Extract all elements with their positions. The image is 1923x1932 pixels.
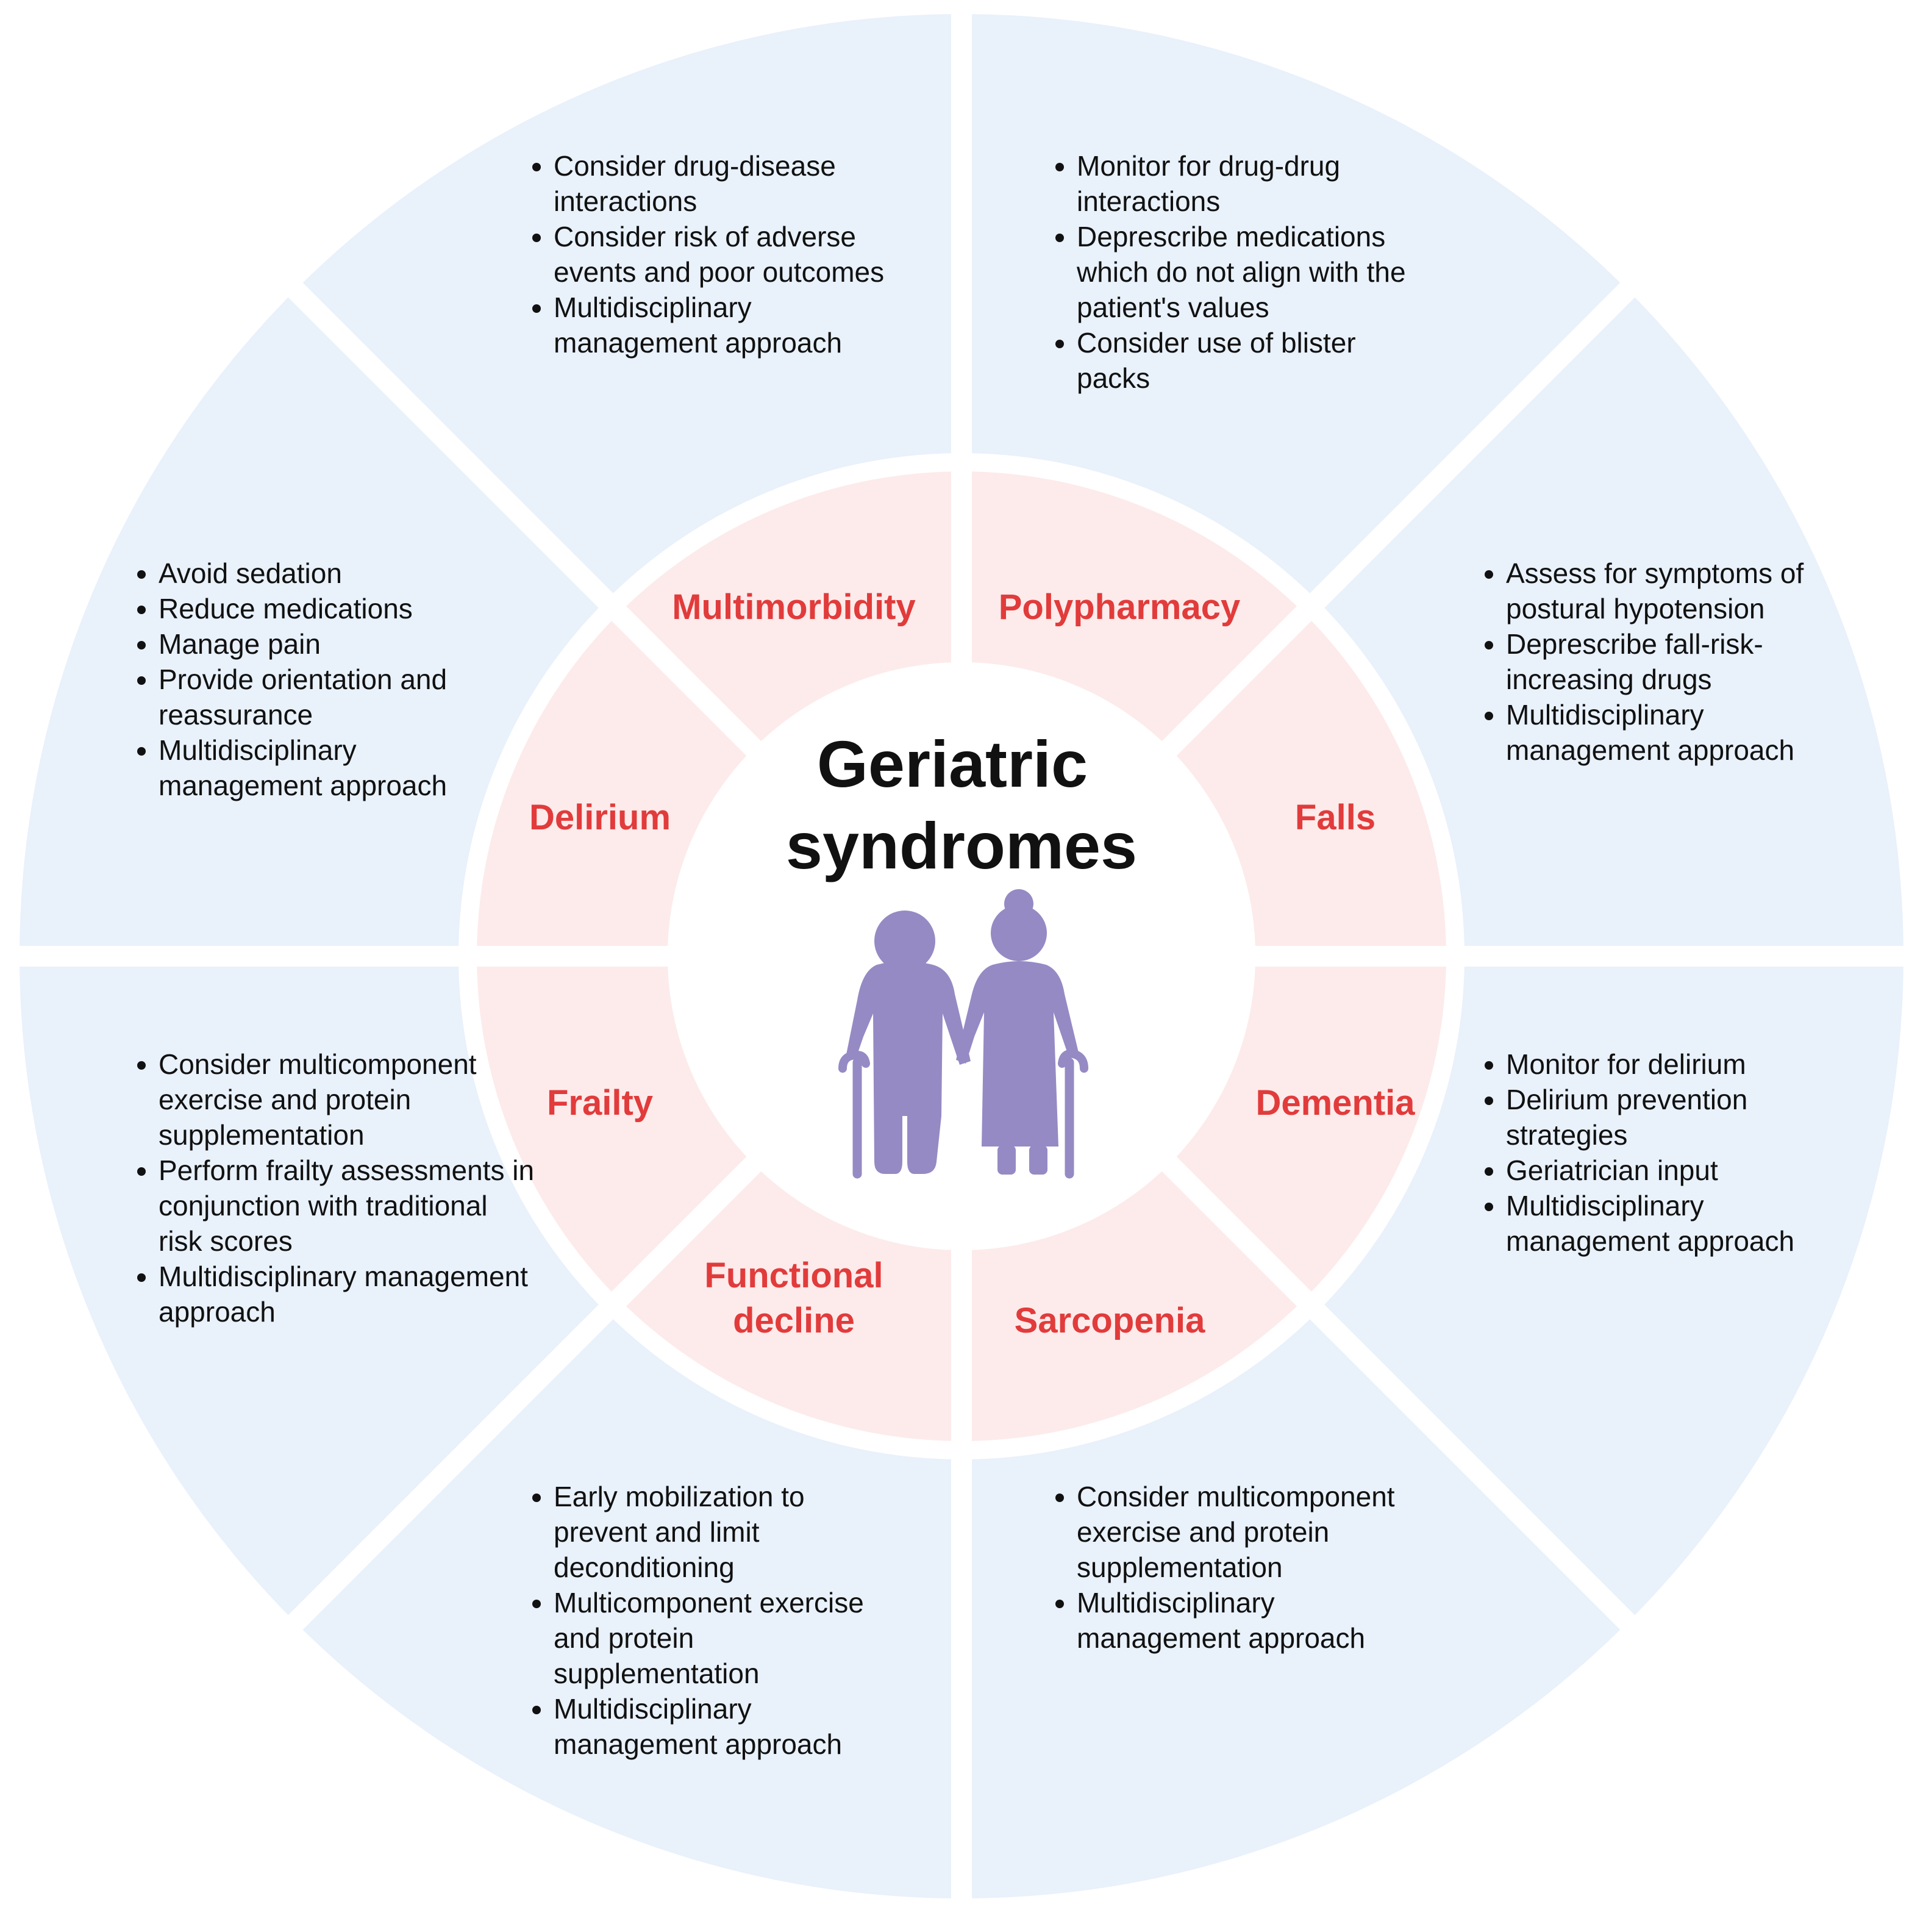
- inner-segment-polypharmacy: [1169, 607, 1455, 956]
- separator-line: [285, 1154, 763, 1633]
- tip-item: Avoid sedation: [159, 556, 524, 591]
- tip-item: Deprescribe fall-risk-increasing drugs: [1506, 626, 1872, 697]
- tips-list-dementia: Monitor for deliriumDelirium prevention …: [1471, 1046, 1872, 1259]
- syndrome-label-line: Delirium: [529, 798, 671, 837]
- syndrome-label-delirium: Delirium: [529, 798, 671, 837]
- tips-list-sarcopenia: Consider multicomponent exercise and pro…: [1041, 1479, 1418, 1656]
- tip-item: Multidisciplinary management approach: [159, 732, 524, 803]
- tip-item: Multidisciplinary management approach: [554, 1691, 895, 1762]
- tips-list-polypharmacy: Monitor for drug-drug interactionsDepres…: [1041, 148, 1418, 396]
- ring-divider: [458, 453, 1465, 1459]
- tip-item: Manage pain: [159, 626, 524, 662]
- tip-item: Delirium prevention strategies: [1506, 1082, 1872, 1153]
- syndrome-label-line: Multimorbidity: [672, 587, 916, 627]
- outer-segment-polypharmacy: [1310, 290, 1903, 956]
- syndrome-label-line: decline: [733, 1301, 855, 1340]
- outer-segment-sarcopenia: [295, 1305, 962, 1898]
- title-line-2: syndromes: [786, 809, 1137, 882]
- tip-item: Multidisciplinary management approach: [159, 1259, 537, 1329]
- outer-segment-functional-decline: [20, 956, 613, 1623]
- syndrome-label-line: Frailty: [547, 1083, 653, 1123]
- inner-segment-functional-decline: [468, 956, 754, 1306]
- syndrome-label-dementia: Dementia: [1255, 1083, 1415, 1123]
- tip-item: Consider use of blister packs: [1077, 325, 1418, 396]
- tip-item: Consider multicomponent exercise and pro…: [159, 1046, 537, 1153]
- separator-line: [1160, 280, 1638, 758]
- title-line-1: Geriatric: [817, 727, 1088, 801]
- tip-item: Geriatrician input: [1506, 1153, 1872, 1188]
- tip-item: Multidisciplinary management approach: [1506, 1188, 1872, 1259]
- syndrome-label-line: Sarcopenia: [1015, 1301, 1205, 1340]
- outer-ring: [20, 14, 1903, 1898]
- separator-line: [285, 280, 763, 758]
- inner-segment-frailty: [468, 607, 754, 956]
- syndrome-label-line: Dementia: [1255, 1083, 1415, 1123]
- inner-segment-multimorbidity: [962, 462, 1311, 749]
- syndrome-label-line: Falls: [1295, 798, 1375, 837]
- syndrome-label-line: Functional: [704, 1256, 883, 1295]
- tip-item: Consider risk of adverse events and poor…: [554, 219, 895, 290]
- tips-list-functional-decline: Early mobilization to prevent and limit …: [518, 1479, 895, 1762]
- tip-item: Reduce medications: [159, 591, 524, 626]
- syndrome-label-multimorbidity: Multimorbidity: [672, 587, 916, 627]
- ring-separators: [16, 10, 1907, 1902]
- center-disc: [668, 662, 1255, 1250]
- syndrome-label-line: Polypharmacy: [999, 587, 1241, 627]
- syndrome-labels: Multimorbidity PolypharmacyFallsDementiaS…: [529, 587, 1415, 1340]
- tip-item: Provide orientation and reassurance: [159, 662, 524, 732]
- outer-segment-multimorbidity: [962, 14, 1628, 607]
- tip-item: Multidisciplinary management approach: [554, 290, 895, 360]
- tips-list-delirium: Avoid sedationReduce medicationsManage p…: [123, 556, 524, 803]
- separator-line: [1160, 1154, 1638, 1633]
- syndrome-label-polypharmacy: Polypharmacy: [999, 587, 1241, 627]
- tip-item: Perform frailty assessments in conjuncti…: [159, 1153, 537, 1259]
- tip-item: Multidisciplinary management approach: [1077, 1585, 1418, 1656]
- outer-segment-falls: [1310, 956, 1903, 1623]
- inner-segment-delirium: [612, 462, 962, 749]
- tip-item: Early mobilization to prevent and limit …: [554, 1479, 895, 1585]
- outer-segment-delirium: [295, 14, 962, 607]
- outer-segment-frailty: [20, 290, 613, 956]
- tip-item: Deprescribe medications which do not ali…: [1077, 219, 1418, 325]
- inner-segment-dementia: [962, 1164, 1311, 1450]
- tip-item: Multidisciplinary management approach: [1506, 697, 1872, 768]
- tips-list-falls: Assess for symptoms of postural hypotens…: [1471, 556, 1872, 768]
- title: Geriatric syndromes: [786, 727, 1137, 882]
- tip-item: Assess for symptoms of postural hypotens…: [1506, 556, 1872, 626]
- tip-item: Multicomponent exercise and protein supp…: [554, 1585, 895, 1691]
- syndrome-label-functional-decline: Functional decline: [704, 1256, 883, 1340]
- syndrome-label-frailty: Frailty: [547, 1083, 653, 1123]
- inner-segment-sarcopenia: [612, 1164, 962, 1450]
- elderly-couple-with-canes-icon: [838, 889, 1088, 1179]
- syndrome-label-sarcopenia: Sarcopenia: [1015, 1301, 1205, 1340]
- inner-segment-falls: [1169, 956, 1455, 1306]
- tips-list-frailty: Consider multicomponent exercise and pro…: [123, 1046, 537, 1329]
- tip-item: Monitor for delirium: [1506, 1046, 1872, 1082]
- outer-segment-dementia: [962, 1305, 1628, 1898]
- syndrome-label-falls: Falls: [1295, 798, 1375, 837]
- tips-list-multimorbidity: Consider drug-disease interactionsConsid…: [518, 148, 895, 360]
- tip-item: Consider multicomponent exercise and pro…: [1077, 1479, 1418, 1585]
- inner-ring: [468, 462, 1455, 1450]
- tip-item: Consider drug-disease interactions: [554, 148, 895, 219]
- tip-item: Monitor for drug-drug interactions: [1077, 148, 1418, 219]
